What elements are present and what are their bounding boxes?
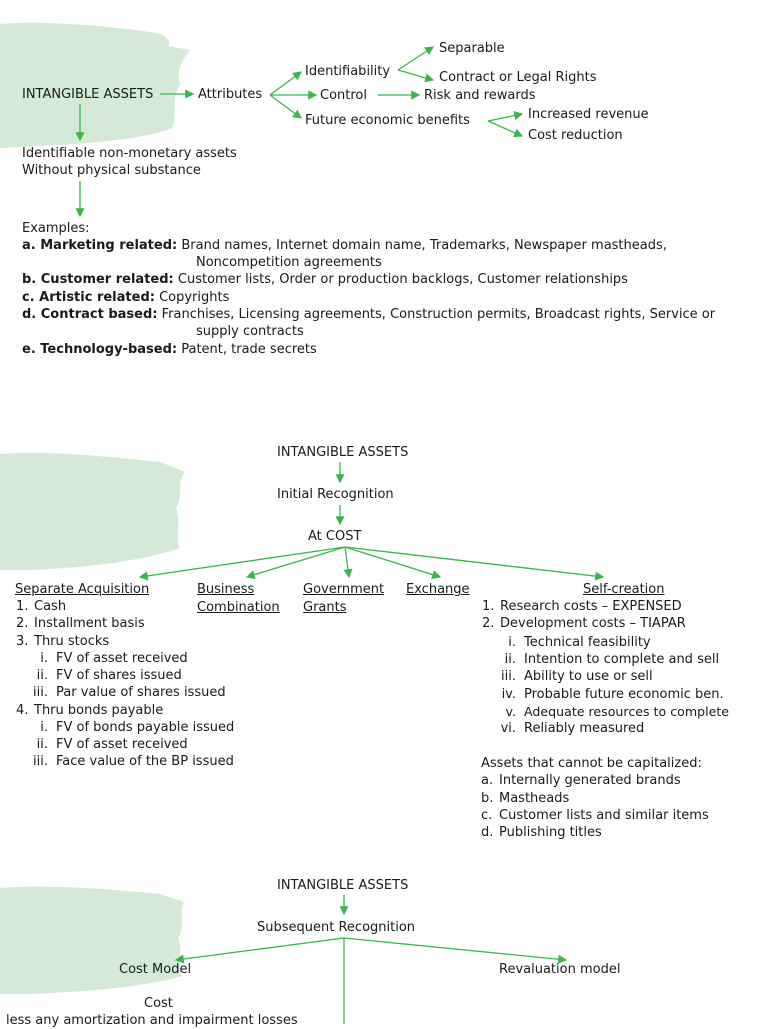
s1-root-label: INTANGIBLE ASSETS — [22, 87, 154, 102]
business-heading-2: Combination — [197, 600, 280, 615]
sub-list-item: i.FV of bonds payable issued — [40, 720, 235, 735]
example-c: c. Artistic related: Copyrights — [22, 289, 229, 306]
business-heading-1: Business — [197, 582, 255, 597]
example-a-label: a. Marketing related: — [22, 238, 178, 253]
s2-root-label: INTANGIBLE ASSETS — [277, 445, 409, 460]
sub-list-item: ii.FV of shares issued — [36, 668, 182, 683]
brush-stroke-1 — [0, 22, 190, 148]
list-item: 3.Thru stocks — [16, 634, 110, 649]
list-item: 2.Installment basis — [16, 616, 145, 631]
government-heading-2: Grants — [303, 600, 347, 615]
cost-model-label: Cost Model — [119, 962, 192, 977]
sub-list-item: iii.Par value of shares issued — [33, 685, 226, 700]
subsequent-recognition-label: Subsequent Recognition — [257, 920, 416, 935]
example-d-label: d. Contract based: — [22, 307, 158, 322]
self-creation-heading: Self-creation — [583, 582, 665, 597]
example-b-label: b. Customer related: — [22, 272, 174, 287]
sub-list-item: ii.Intention to complete and sell — [504, 652, 720, 667]
sub-list-item: iii.Face value of the BP issued — [33, 754, 234, 769]
list-item: 1.Cash — [16, 599, 67, 614]
separate-acquisition-heading: Separate Acquisition — [15, 582, 150, 597]
example-b: b. Customer related: Customer lists, Ord… — [22, 271, 628, 288]
initial-recognition-label: Initial Recognition — [277, 487, 394, 502]
risk-label: Risk and rewards — [424, 88, 536, 103]
sub-list-item: v.Adequate resources to complete — [505, 704, 730, 719]
example-b-text: Customer lists, Order or production back… — [173, 272, 628, 287]
control-label: Control — [320, 88, 367, 103]
list-item: 4.Thru bonds payable — [16, 703, 164, 718]
government-heading-1: Government — [303, 582, 385, 597]
sub-list-item: iv.Probable future economic ben. — [501, 687, 724, 702]
list-item: d.Publishing titles — [481, 825, 602, 840]
sub-list-item: vi.Reliably measured — [500, 721, 645, 736]
example-a-text: Brand names, Internet domain name, Trade… — [177, 238, 667, 253]
sub-list-item: ii.FV of asset received — [36, 737, 188, 752]
at-cost-label: At COST — [308, 529, 362, 544]
cost-reduction-label: Cost reduction — [528, 128, 623, 143]
example-d: d. Contract based: Franchises, Licensing… — [22, 306, 715, 323]
contract-label: Contract or Legal Rights — [439, 70, 597, 85]
list-item: 2.Development costs – TIAPAR — [482, 616, 686, 631]
list-item: b.Mastheads — [481, 791, 570, 806]
attributes-label: Attributes — [198, 87, 263, 102]
example-e-text: Patent, trade secrets — [177, 342, 317, 357]
example-d-text: Franchises, Licensing agreements, Constr… — [157, 307, 716, 322]
cannot-capitalize-heading: Assets that cannot be capitalized: — [481, 756, 702, 771]
sub-list-item: i.Technical feasibility — [508, 635, 651, 650]
example-d-continued: supply contracts — [196, 324, 304, 339]
example-c-label: c. Artistic related: — [22, 290, 155, 305]
increased-label: Increased revenue — [528, 107, 649, 122]
list-item: a.Internally generated brands — [481, 773, 681, 788]
example-e-label: e. Technology-based: — [22, 342, 178, 357]
list-item: c.Customer lists and similar items — [481, 808, 709, 823]
brush-stroke-3 — [0, 886, 184, 994]
sub-list-item: i.FV of asset received — [40, 651, 188, 666]
less-amortization-label: less any amortization and impairment los… — [6, 1013, 298, 1028]
example-c-text: Copyrights — [154, 290, 230, 305]
identifiability-label: Identifiability — [305, 64, 391, 79]
examples-heading: Examples: — [22, 221, 90, 236]
definition-line-1: Identifiable non-monetary assets — [22, 146, 237, 161]
cost-label: Cost — [144, 996, 173, 1011]
definition-line-2: Without physical substance — [22, 163, 201, 178]
future-label: Future economic benefits — [305, 113, 470, 128]
revaluation-model-label: Revaluation model — [499, 962, 621, 977]
brush-stroke-2 — [0, 452, 185, 570]
sub-list-item: iii.Ability to use or sell — [501, 669, 653, 684]
exchange-heading: Exchange — [406, 582, 470, 597]
example-a-continued: Noncompetition agreements — [196, 255, 382, 270]
example-e: e. Technology-based: Patent, trade secre… — [22, 341, 317, 358]
separable-label: Separable — [439, 41, 505, 56]
list-item: 1.Research costs – EXPENSED — [482, 599, 682, 614]
example-a: a. Marketing related: Brand names, Inter… — [22, 237, 667, 254]
s3-root-label: INTANGIBLE ASSETS — [277, 878, 409, 893]
